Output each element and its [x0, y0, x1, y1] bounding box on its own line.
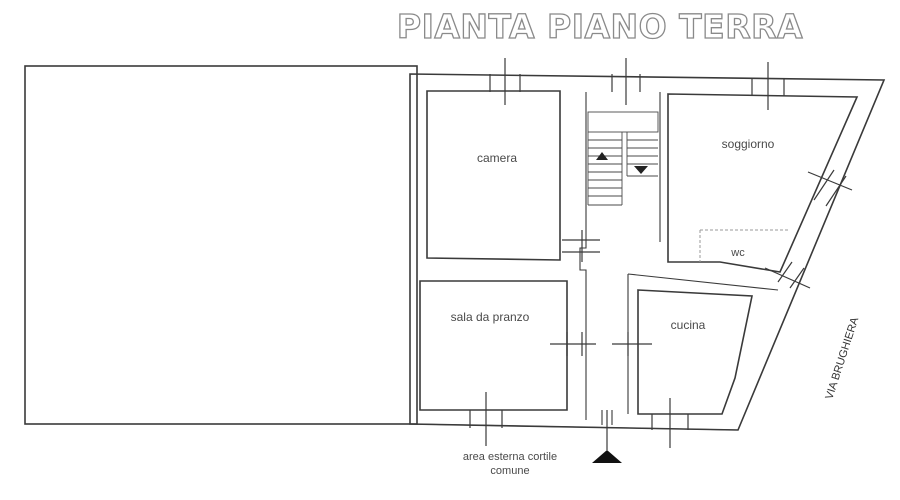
- window-soggiorno-top: [751, 62, 785, 110]
- entrance-arrow-icon: [592, 450, 622, 463]
- door-pranzo-corridor: [550, 332, 596, 356]
- room-label-cucina: cucina: [671, 318, 706, 332]
- window-wc-side: [764, 261, 811, 289]
- corridor-lower-partition: [627, 273, 779, 291]
- label-area-esterna-line2: comune: [490, 465, 529, 477]
- room-label-wc: wc: [730, 247, 745, 259]
- plan-title: PIANTA PIANO TERRA: [397, 7, 803, 46]
- label-area-esterna-line1: area esterna cortile: [463, 451, 557, 463]
- stair-up-arrow-icon: [596, 152, 608, 160]
- building-outer-wall: [409, 73, 886, 431]
- corridor-left-wall: [579, 92, 587, 420]
- window-soggiorno-side: [807, 169, 853, 207]
- window-stairs-top: [611, 58, 641, 105]
- adjacent-lot-outline: [24, 65, 418, 425]
- window-camera-top: [489, 58, 521, 105]
- door-camera-corridor: [562, 230, 600, 262]
- room-label-camera: camera: [477, 151, 517, 165]
- room-label-soggiorno: soggiorno: [722, 137, 775, 151]
- window-cucina-bottom: [651, 398, 689, 448]
- door-cucina-corridor: [612, 332, 652, 356]
- building-base-line: [409, 423, 739, 431]
- room-soggiorno-outline: [667, 93, 859, 273]
- street-label: VIA BRUGHIERA: [823, 315, 861, 401]
- room-sala-da-pranzo-outline: [419, 280, 568, 411]
- room-cucina-outline: [637, 289, 753, 415]
- window-pranzo-bottom: [469, 392, 503, 446]
- room-label-sala-da-pranzo: sala da pranzo: [451, 310, 530, 324]
- room-camera-outline: [426, 90, 561, 261]
- stair-down-arrow-icon: [634, 166, 648, 174]
